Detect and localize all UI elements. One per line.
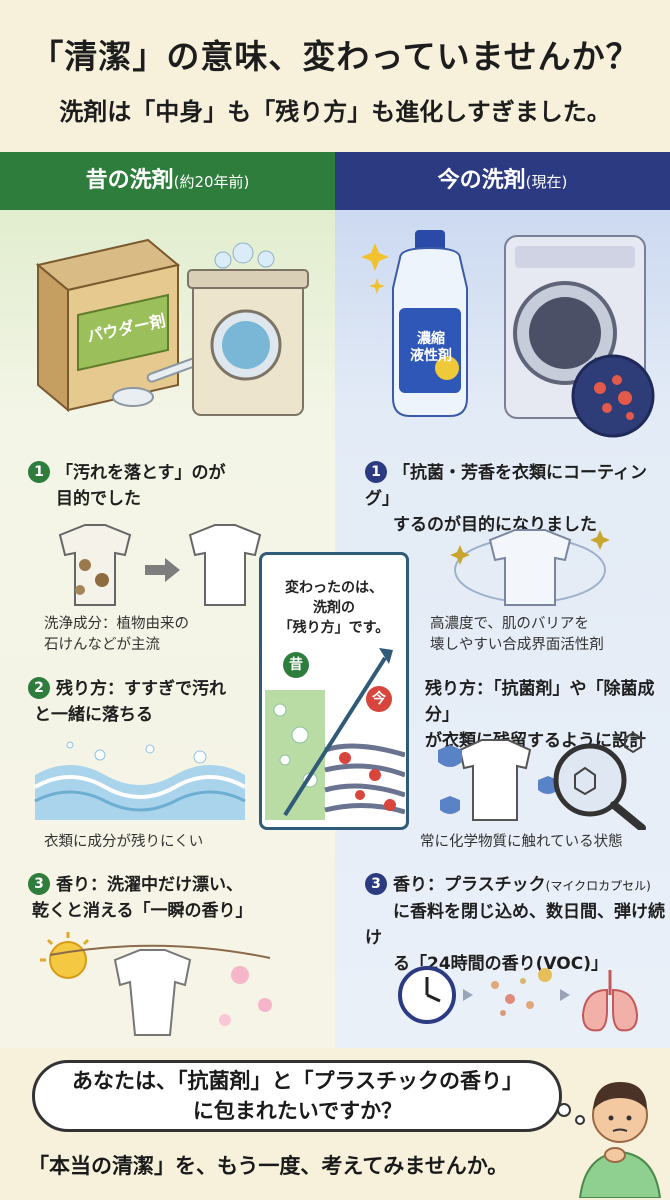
old-point-2-number: 2 (28, 677, 50, 699)
residue-change-caption: 変わったのは、 洗剤の 「残り方」です。 (266, 578, 402, 638)
closing-message: 「本当の清潔」を、もう一度、考えてみませんか。 (28, 1154, 509, 1178)
old-residue-note: 衣類に成分が残りにくい (44, 834, 204, 850)
old-detergent-heading: 昔の洗剤(約20年前) (0, 152, 335, 210)
old-point-3-number: 3 (28, 873, 50, 895)
new-ingredient-line1: 高濃度で、肌のバリアを (430, 616, 589, 632)
bubble-tail-dots (557, 1103, 585, 1125)
residue-change-line3: 「残り方」です。 (278, 620, 390, 636)
question-line1: あなたは、「抗菌剤」と「プラスチックの香り」 (71, 1069, 524, 1093)
old-heading-note: (約20年前) (173, 173, 250, 191)
old-ingredient-line1: 洗浄成分：植物由来の (44, 616, 189, 632)
new-point-1-line1: 「抗菌・芳香を衣類にコーティング」 (365, 463, 647, 509)
powder-box-and-washer-illustration (35, 238, 309, 416)
old-point-3-line1: 香り：洗濯中だけ漂い、 (56, 875, 243, 895)
coated-shirt-illustration (450, 529, 610, 606)
thinking-person-icon (578, 1082, 662, 1198)
header (0, 0, 670, 152)
new-point-2-line1: 残り方：「抗菌剤」や「除菌成分」 (425, 679, 655, 725)
shielded-shirt-magnifier-illustration (438, 731, 646, 830)
old-point-2: 2 残り方：すすぎで汚れ と一緒に落ちる (28, 676, 268, 728)
new-point-3-line3: る「24時間の香り(VOC)」 (393, 954, 608, 974)
new-point-3-line2: に香料を閉じ込め、数日間、弾け続け (365, 902, 665, 948)
new-residue-note: 常に化学物質に触れている状態 (420, 834, 623, 850)
new-heading-label: 今の洗剤 (437, 168, 526, 193)
new-point-3: 3 香り：プラスチック(マイクロカプセル) に香料を閉じ込め、数日間、弾け続け る… (365, 872, 670, 977)
fabric-residue-illustration (265, 648, 405, 820)
new-detergent-heading: 今の洗剤(現在) (335, 152, 670, 210)
new-point-3-line1: 香り：プラスチック (393, 875, 546, 895)
old-heading-label: 昔の洗剤 (85, 168, 174, 193)
old-point-1-line1: 「汚れを落とす」のが (56, 463, 226, 483)
stained-to-clean-shirt-illustration (58, 524, 262, 606)
clock-particles-lungs-illustration (398, 966, 639, 1032)
residue-change-line2: 洗剤の (313, 600, 355, 616)
new-badge: 今 (366, 686, 392, 712)
old-point-3: 3 香り：洗濯中だけ漂い、 乾くと消える「一瞬の香り」 (28, 872, 328, 924)
new-heading-note: (現在) (525, 173, 568, 191)
question-line2: に包まれたいですか？ (192, 1099, 403, 1123)
residue-change-line1: 変わったのは、 (285, 580, 383, 596)
old-ingredient-line2: 石けんなどが主流 (44, 637, 160, 653)
new-ingredient-note: 高濃度で、肌のバリアを 壊しやすい合成界面活性剤 (430, 614, 660, 656)
old-point-3-line2: 乾くと消える「一瞬の香り」 (32, 901, 253, 921)
old-ingredient-note: 洗浄成分：植物由来の 石けんなどが主流 (44, 614, 259, 656)
old-point-1-line2: 目的でした (56, 489, 141, 509)
bottle-label: 濃縮 液性剤 (403, 331, 459, 365)
question-speech-bubble (32, 1060, 562, 1132)
bottle-label-line1: 濃縮 (417, 331, 445, 347)
new-point-3-note: (マイクロカプセル) (545, 879, 651, 893)
new-point-1-number: 1 (365, 461, 387, 483)
new-point-3-number: 3 (365, 873, 387, 895)
water-rinse-illustration (34, 741, 246, 820)
new-ingredient-line2: 壊しやすい合成界面活性剤 (430, 637, 604, 653)
old-point-2-line1: 残り方：すすぎで汚れ (56, 679, 226, 699)
old-point-1: 1 「汚れを落とす」のが 目的でした (28, 460, 318, 512)
sun-and-drying-shirt-illustration (40, 932, 272, 1036)
page-subtitle: 洗剤は「中身」も「残り方」も進化しすぎました。 (59, 98, 611, 126)
old-point-1-number: 1 (28, 461, 50, 483)
closing-question: あなたは、「抗菌剤」と「プラスチックの香り」 に包まれたいですか？ (50, 1066, 545, 1126)
new-point-1: 1「抗菌・芳香を衣類にコーティング」 するのが目的になりました (365, 460, 670, 538)
bottle-label-line2: 液性剤 (410, 348, 452, 364)
old-badge: 昔 (283, 652, 309, 678)
old-point-2-line2: と一緒に落ちる (34, 705, 153, 725)
page-title: 「清潔」の意味、変わっていませんか？ (30, 37, 640, 76)
liquid-bottle-and-drum-washer-illustration (361, 230, 655, 438)
